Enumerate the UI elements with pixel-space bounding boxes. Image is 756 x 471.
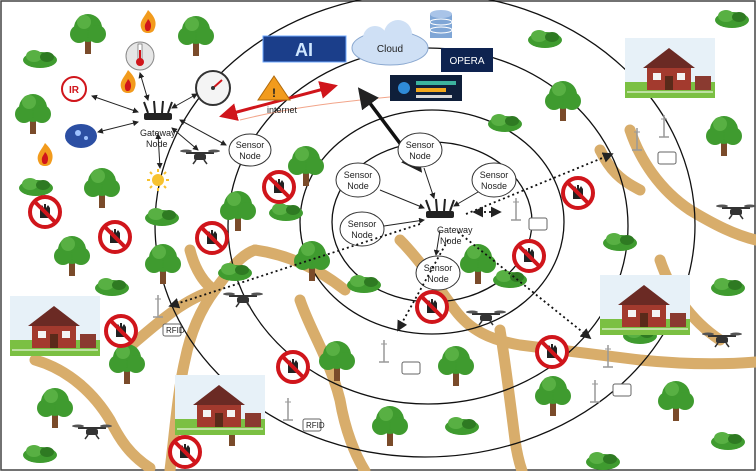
no-entry-hand-icon <box>561 176 595 210</box>
left-gateway-label-1: Gateway <box>140 128 176 138</box>
no-entry-hand-icon <box>276 350 310 384</box>
left-gateway-label-2: Node <box>146 139 168 149</box>
no-entry-hand-icon <box>535 335 569 369</box>
no-entry-hand-icon <box>512 239 546 273</box>
farmhouse-icon <box>174 374 266 436</box>
no-entry-hand-icon <box>28 195 62 229</box>
no-entry-hand-icon <box>415 290 449 324</box>
opera-label: OPERA <box>449 56 484 67</box>
sensor-node-label-2: Node <box>409 151 431 161</box>
sensor-node-label-2: Node <box>427 274 449 284</box>
ai-brain-icon: AI <box>262 35 347 63</box>
farmhouse-icon <box>9 295 101 357</box>
wireless-links <box>168 152 614 340</box>
pressure-gauge-icon <box>195 70 231 106</box>
cloud-icon: Cloud <box>351 20 429 66</box>
left-sensor-cluster: Gateway Node IR <box>37 10 272 192</box>
field-sensors: RFID RFID <box>152 114 677 432</box>
warning-triangle-icon: ! <box>257 75 291 101</box>
sensor-node-label-2: Nosde <box>481 181 507 191</box>
central-sensor-cluster: Gateway Node Sensor Node Sensor Node Sen… <box>335 132 517 291</box>
sensor-node-label-1: Sensor <box>348 219 377 229</box>
rfid-tag-label: RFID <box>166 326 185 335</box>
sensor-node-d: Sensor Node <box>339 211 385 247</box>
central-gateway-label-1: Gateway <box>437 225 473 235</box>
sensor-node-left: Sensor Node <box>228 133 272 167</box>
no-entry-hand-icon <box>262 170 296 204</box>
database-icon <box>429 10 453 38</box>
internet-link: ! internet <box>219 75 338 121</box>
sensor-node-b: Sensor Node <box>397 132 443 168</box>
ir-sensor-icon: IR <box>61 76 87 102</box>
rfid-tag-label: RFID <box>306 421 325 430</box>
sensor-node-label-1: Sensor <box>424 263 453 273</box>
sensor-node-label-2: Node <box>347 181 369 191</box>
sensor-node-label-1: Sensor <box>344 170 373 180</box>
sensor-node-label-1: Sensor <box>236 140 265 150</box>
sensor-node-label-2: Node <box>351 230 373 240</box>
svg-text:!: ! <box>272 86 276 100</box>
no-entry-hand-icon <box>98 220 132 254</box>
sensor-node-a: Sensor Node <box>335 162 381 198</box>
thermometer-icon <box>125 41 155 71</box>
no-entry-hand-icon <box>168 435 202 469</box>
farmhouse-icon <box>624 37 716 99</box>
farmhouse-icon <box>599 274 691 336</box>
internet-label: internet <box>267 105 298 115</box>
central-gateway-label-2: Node <box>440 236 462 246</box>
opera-server-icon: OPERA <box>441 48 493 72</box>
inner-ring <box>299 109 565 335</box>
humidity-sensor-icon <box>65 124 97 148</box>
sensor-node-label-2: Node <box>239 151 261 161</box>
sensor-node-c: Sensor Nosde <box>471 162 517 198</box>
cloud-label: Cloud <box>377 44 403 55</box>
ai-label: AI <box>295 40 313 60</box>
sensor-node-label-1: Sensor <box>406 140 435 150</box>
no-entry-hand-icon <box>195 221 229 255</box>
ir-label: IR <box>69 85 80 96</box>
dashboard-monitor-icon <box>390 75 462 101</box>
sensor-node-label-1: Sensor <box>480 170 509 180</box>
no-entry-hand-icon <box>104 314 138 348</box>
sensor-node-e: Sensor Node <box>415 255 461 291</box>
